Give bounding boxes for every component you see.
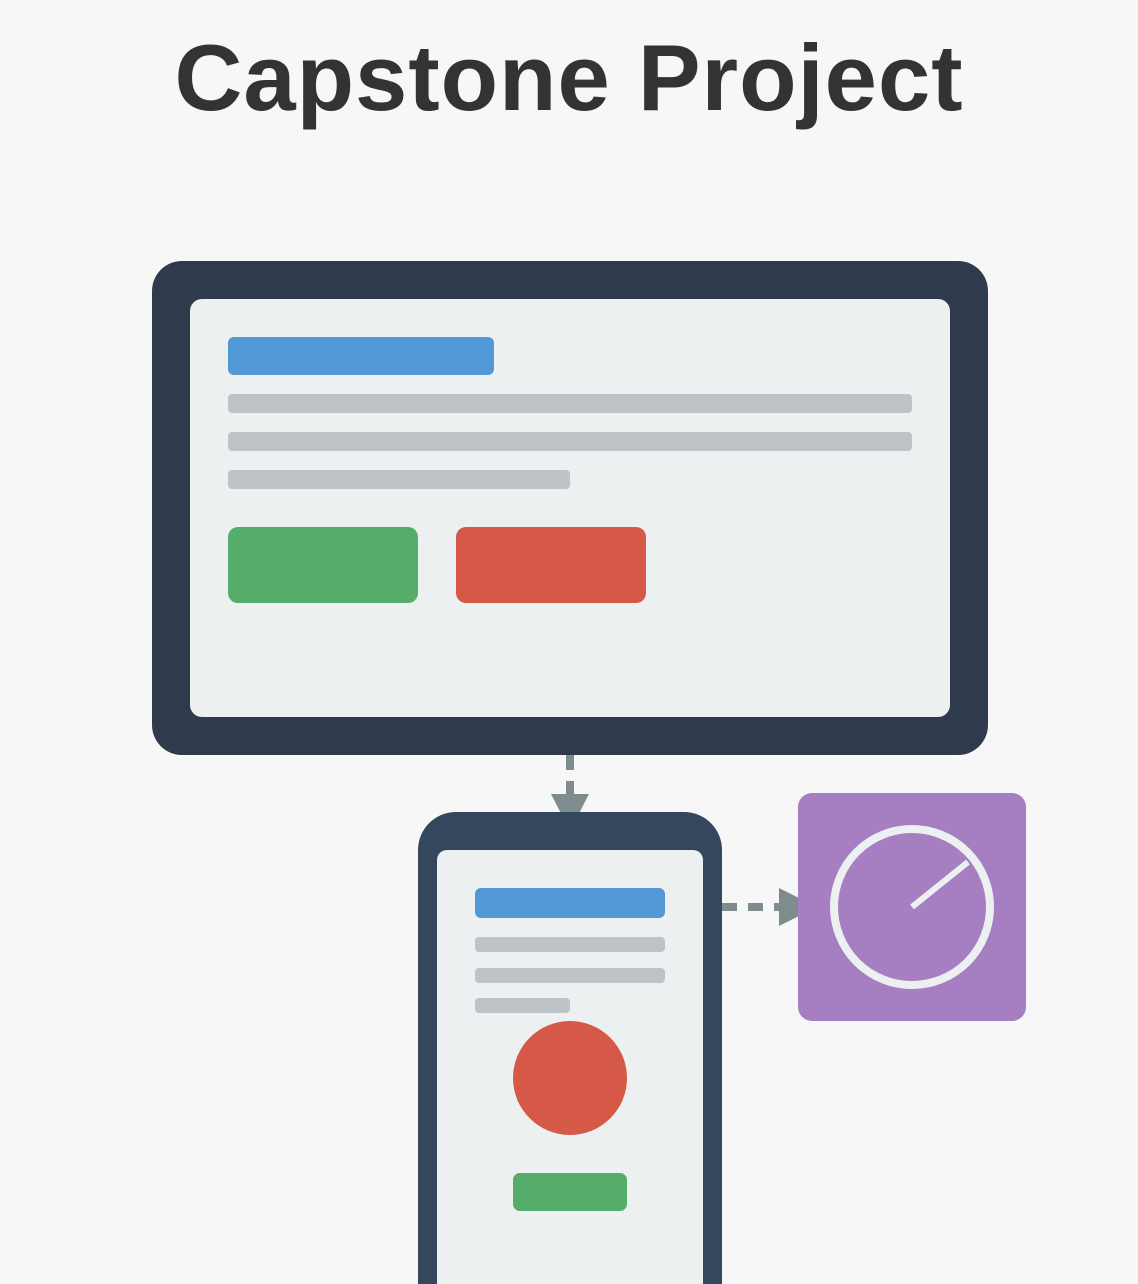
desktop-monitor-icon <box>152 261 988 755</box>
mobile-text-line-2 <box>475 968 665 983</box>
desktop-green-button <box>228 527 418 603</box>
mobile-text-line-3 <box>475 998 570 1013</box>
mobile-green-button <box>513 1173 627 1211</box>
gauge-needle <box>910 859 970 910</box>
desktop-text-line-2 <box>228 432 912 451</box>
gauge-ring <box>830 825 994 989</box>
mobile-text-line-1 <box>475 937 665 952</box>
dashboard-tile <box>798 793 1026 1021</box>
mobile-phone-icon <box>418 812 722 1284</box>
page-title: Capstone Project <box>174 25 964 130</box>
mobile-red-circle <box>513 1021 627 1135</box>
gauge-icon <box>830 825 994 989</box>
mobile-header-bar <box>475 888 665 918</box>
desktop-text-line-3 <box>228 470 570 489</box>
desktop-red-button <box>456 527 646 603</box>
desktop-header-bar <box>228 337 494 375</box>
desktop-text-line-1 <box>228 394 912 413</box>
